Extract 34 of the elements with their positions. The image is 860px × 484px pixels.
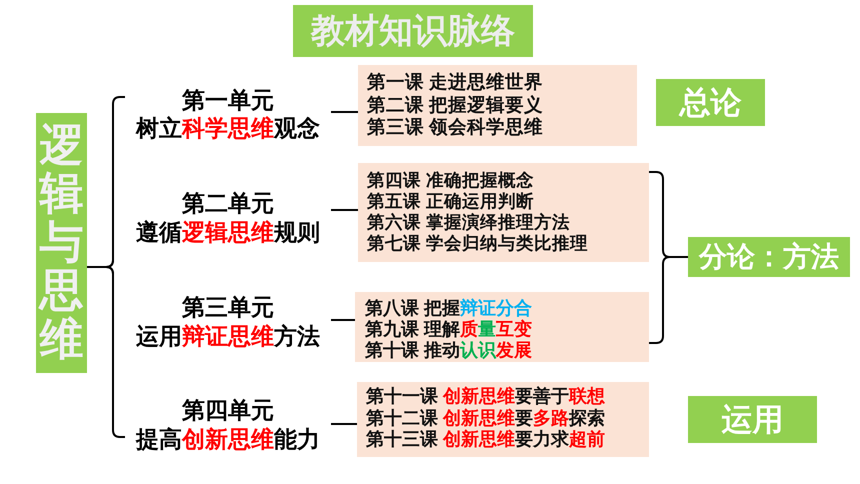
unit-title: 提高创新思维能力 bbox=[136, 426, 320, 452]
connector-line bbox=[331, 319, 355, 321]
unit-title: 运用辩证思维方法 bbox=[136, 323, 320, 349]
lesson-item: 第七课 学会归纳与类比推理 bbox=[367, 232, 588, 252]
unit-heading: 第四单元 bbox=[182, 397, 274, 423]
lesson-item: 第十课 推动认识发展 bbox=[365, 340, 532, 360]
lesson-box bbox=[357, 382, 649, 457]
lesson-item: 第八课 把握辩证分合 bbox=[365, 298, 532, 318]
lesson-box bbox=[358, 163, 649, 262]
unit-title: 树立科学思维观念 bbox=[136, 115, 320, 141]
section-label: 分论：方法 bbox=[688, 237, 850, 277]
diagram-title: 教材知识脉络 bbox=[293, 5, 533, 57]
unit-title: 遵循逻辑思维规则 bbox=[136, 219, 320, 245]
lesson-item: 第十一课 创新思维要善于联想 bbox=[366, 386, 606, 406]
lesson-item: 第六课 掌握演绎推理方法 bbox=[367, 212, 570, 232]
connector-line bbox=[331, 423, 357, 425]
lesson-item: 第三课 领会科学思维 bbox=[367, 116, 544, 137]
lesson-item: 第十三课 创新思维要力求超前 bbox=[366, 429, 606, 449]
section-label: 运用 bbox=[688, 396, 817, 443]
lesson-item: 第十二课 创新思维要多路探索 bbox=[366, 408, 606, 428]
unit-heading: 第三单元 bbox=[182, 294, 274, 320]
connector-line bbox=[331, 209, 358, 211]
unit-heading: 第一单元 bbox=[182, 87, 274, 113]
lesson-box bbox=[355, 292, 649, 362]
lesson-item: 第一课 走进思维世界 bbox=[367, 71, 544, 92]
topic-label: 逻辑与思维 bbox=[36, 113, 87, 373]
lesson-item: 第五课 正确运用判断 bbox=[367, 190, 534, 210]
lesson-item: 第四课 准确把握概念 bbox=[367, 170, 534, 190]
lesson-item: 第九课 理解质量互变 bbox=[365, 318, 532, 338]
connector-line bbox=[331, 111, 358, 113]
unit-heading: 第二单元 bbox=[182, 190, 274, 216]
lesson-item: 第二课 把握逻辑要义 bbox=[367, 94, 544, 114]
section-label: 总论 bbox=[656, 79, 765, 126]
lesson-box bbox=[358, 65, 637, 146]
